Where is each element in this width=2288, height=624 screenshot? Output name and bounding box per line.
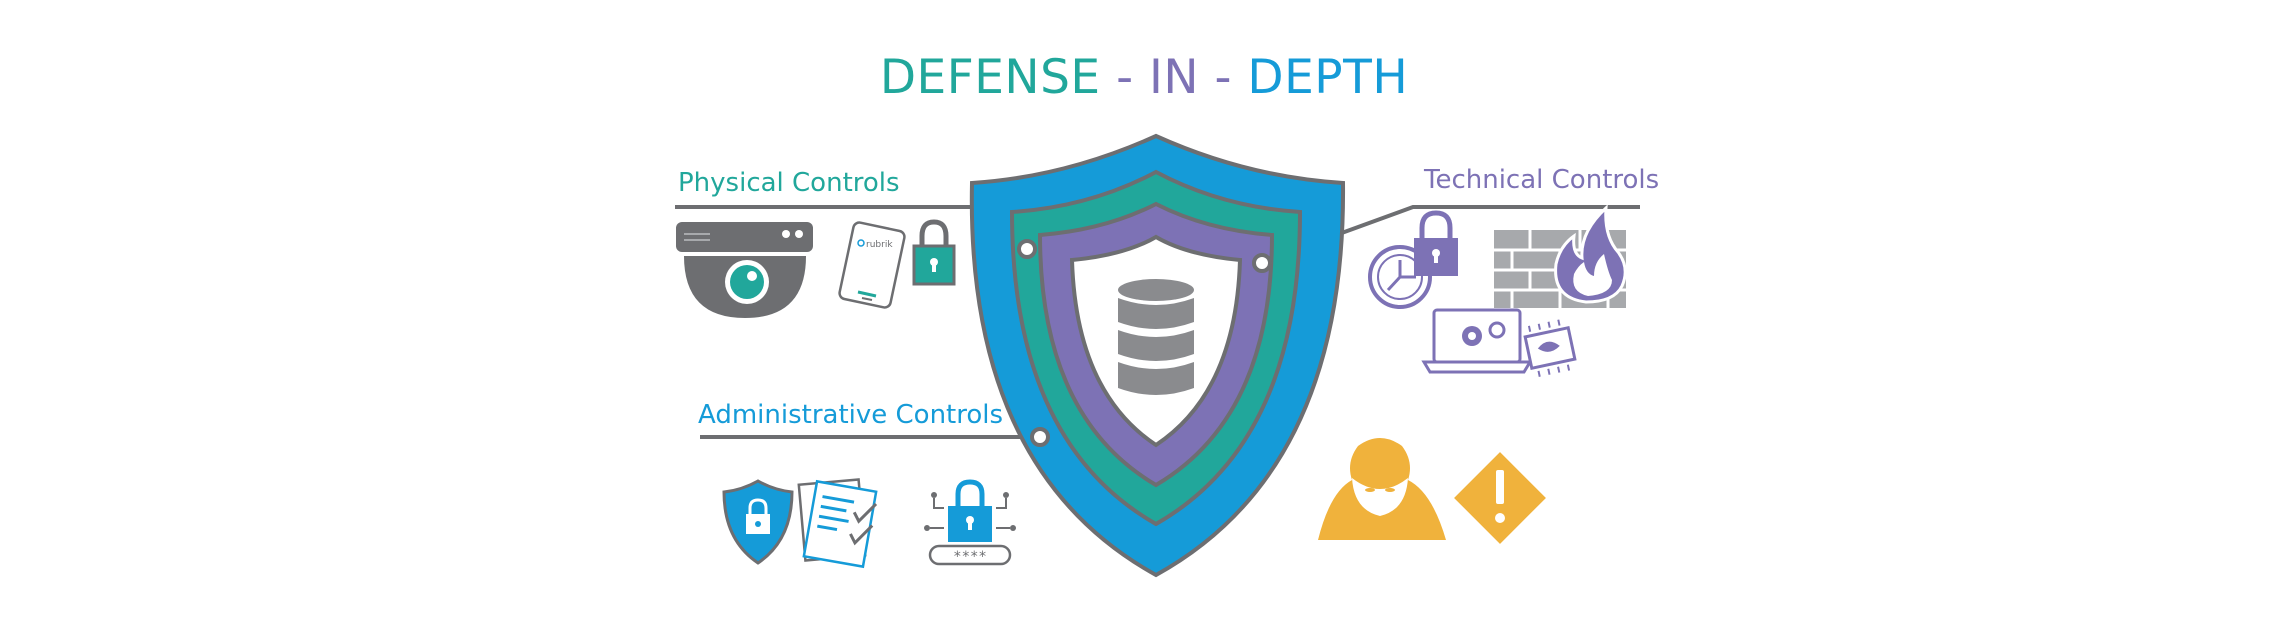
password-lock-icon: ****	[924, 479, 1016, 566]
diagram-title: DEFENSE - IN - DEPTH	[0, 50, 2288, 105]
warning-icon	[1450, 448, 1550, 548]
shield-lock-icon	[722, 479, 794, 565]
title-separator: -	[1214, 50, 1232, 105]
physical-connector-dot	[1017, 239, 1037, 259]
database-icon	[1118, 279, 1194, 395]
policy-documents-icon	[797, 478, 878, 569]
administrative-connector-dot	[1030, 427, 1050, 447]
title-in: IN	[1149, 50, 1200, 105]
technical-controls-label: Technical Controls	[1424, 165, 1660, 195]
fire-icon	[1554, 204, 1627, 304]
connector-dots	[1017, 239, 1272, 447]
title-separator: -	[1116, 50, 1134, 105]
key-card-brand: rubrik	[866, 240, 893, 250]
key-card-icon: rubrik	[838, 221, 906, 309]
administrative-controls-label: Administrative Controls	[698, 400, 1004, 430]
security-camera-icon	[676, 222, 813, 318]
laptop-settings-icon	[1421, 308, 1533, 374]
hacker-icon	[1318, 438, 1446, 540]
padlock-icon	[912, 219, 956, 286]
title-defense: DEFENSE	[879, 50, 1101, 105]
title-depth: DEPTH	[1247, 50, 1409, 105]
chip-icon	[1523, 319, 1577, 377]
physical-controls-label: Physical Controls	[678, 168, 900, 198]
password-mask: ****	[953, 549, 987, 565]
technical-connector-dot	[1252, 253, 1272, 273]
padlock-icon	[1414, 210, 1458, 276]
